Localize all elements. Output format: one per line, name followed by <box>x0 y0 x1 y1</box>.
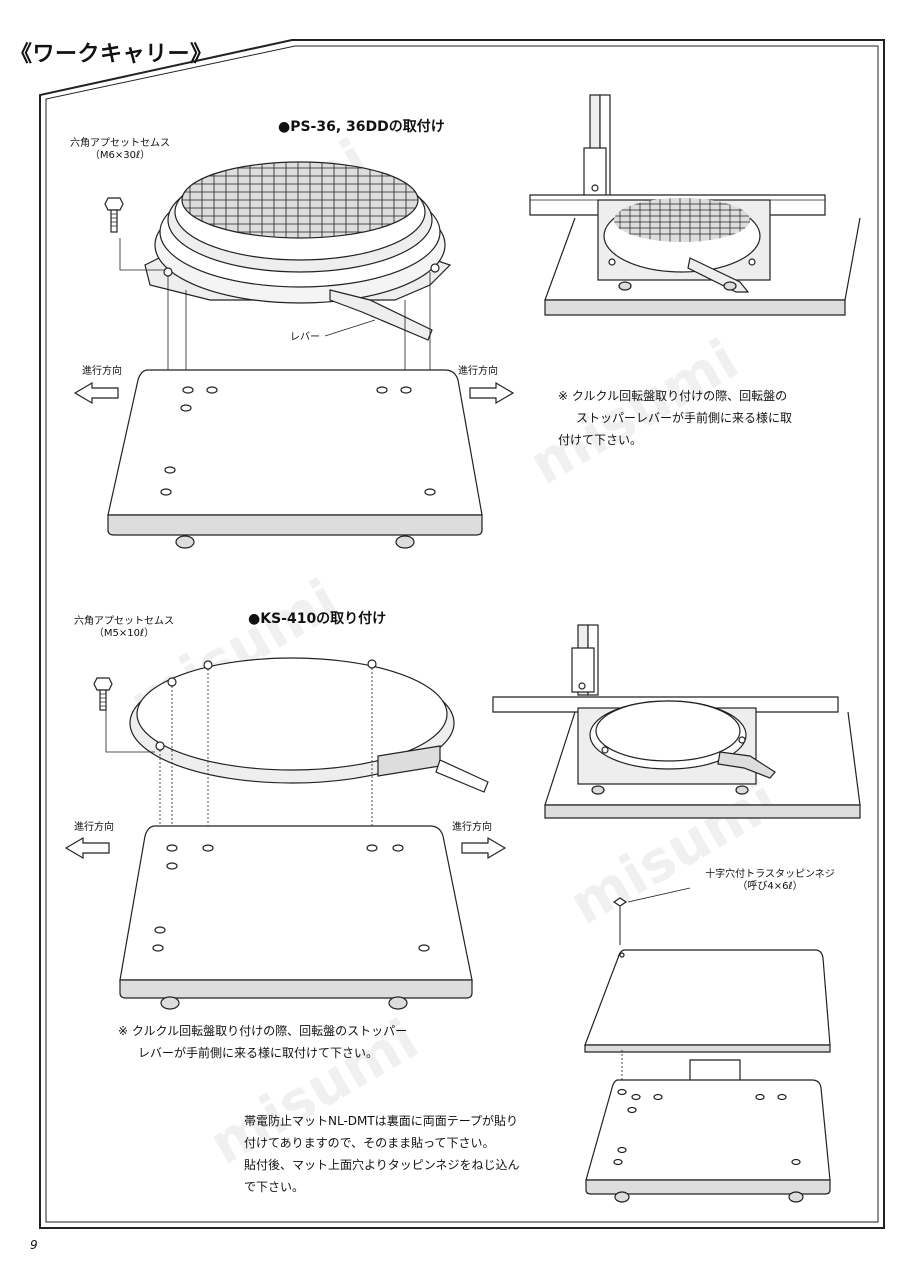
mat-illustration <box>584 887 831 1203</box>
screw-label-line2: （M5×10ℓ） <box>93 628 155 639</box>
section1-screw-label: 六角アプセットセムス （M6×30ℓ） <box>56 138 184 162</box>
ps36-turntable-illustration <box>104 161 452 341</box>
page-title: 《ワークキャリー》 <box>10 42 213 67</box>
section2-note: ※ クルクル回転盤取り付けの際、回転盤のストッパー レバーが手前側に来る様に取付… <box>118 1020 518 1064</box>
direction-right-arrow <box>461 836 507 860</box>
note-line: 付けてありますので、そのまま貼って下さい。 <box>244 1136 495 1150</box>
page-number: 9 <box>30 1238 38 1252</box>
cart-illustration <box>107 369 483 549</box>
ps36-installed-illustration <box>529 94 861 316</box>
screw-label-line2: （M6×30ℓ） <box>89 150 151 161</box>
note-line: 貼付後、マット上面穴よりタッピンネジをねじ込ん <box>244 1158 520 1172</box>
note-line: ストッパーレバーが手前側に来る様に取 <box>576 411 793 425</box>
section1-note: ※ クルクル回転盤取り付けの際、回転盤の ストッパーレバーが手前側に来る様に取 … <box>558 385 858 451</box>
note-line: 帯電防止マットNL-DMTは裏面に両面テープが貼り <box>244 1114 518 1128</box>
screw-label-line1: 六角アプセットセムス <box>70 138 170 149</box>
direction-left-arrow <box>73 381 119 405</box>
note-line: で下さい。 <box>244 1180 305 1194</box>
direction-right-label: 進行方向 <box>452 822 492 833</box>
note-line: 付けて下さい。 <box>558 433 643 447</box>
direction-left-label: 進行方向 <box>82 366 122 377</box>
direction-left-label: 進行方向 <box>74 822 114 833</box>
screw-label-line2: （呼び4×6ℓ） <box>737 881 803 892</box>
section3-screw-label: 十字穴付トラスタッピンネジ （呼び4×6ℓ） <box>690 869 850 893</box>
screw-label-line1: 十字穴付トラスタッピンネジ <box>705 869 835 880</box>
section2-screw-label: 六角アプセットセムス （M5×10ℓ） <box>60 616 188 640</box>
direction-left-arrow <box>64 836 110 860</box>
ks410-turntable-illustration <box>93 657 489 793</box>
lever-label: レバー <box>290 332 320 343</box>
section3-note: 帯電防止マットNL-DMTは裏面に両面テープが貼り 付けてありますので、そのまま… <box>244 1110 584 1198</box>
direction-right-label: 進行方向 <box>458 366 498 377</box>
cart-illustration <box>119 825 473 1010</box>
note-line: ※ クルクル回転盤取り付けの際、回転盤の <box>558 389 788 403</box>
direction-right-arrow <box>469 381 515 405</box>
section1-heading: ●PS-36, 36DDの取付け <box>278 119 445 135</box>
note-line: ※ クルクル回転盤取り付けの際、回転盤のストッパー <box>118 1024 408 1038</box>
note-line: レバーが手前側に来る様に取付けて下さい。 <box>138 1046 379 1060</box>
screw-label-line1: 六角アプセットセムス <box>74 616 174 627</box>
section2-heading: ●KS-410の取り付け <box>248 611 387 627</box>
ks410-installed-illustration <box>492 624 861 819</box>
